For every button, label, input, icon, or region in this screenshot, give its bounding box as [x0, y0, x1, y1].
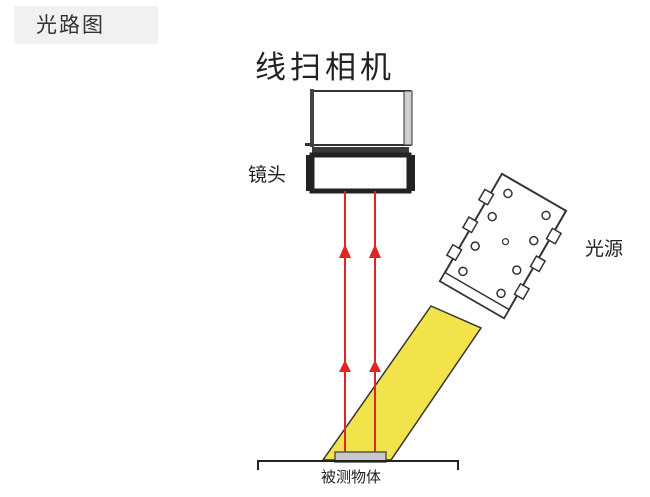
line-scan-camera [305, 89, 413, 155]
base-stage [257, 460, 459, 470]
lens-label: 镜头 [248, 164, 287, 186]
light-source-label: 光源 [585, 238, 624, 260]
reflected-rays [339, 191, 381, 452]
light-beam [321, 305, 483, 461]
camera-title: 线扫相机 [255, 50, 395, 86]
light-source [438, 172, 568, 320]
camera-body [312, 90, 411, 146]
lens-housing [309, 152, 412, 194]
ray-arrow-left-lower [339, 360, 351, 372]
camera-body-edge-left [310, 89, 314, 147]
ray-arrow-right-upper [369, 244, 381, 258]
ray-arrow-right-lower [369, 360, 381, 372]
camera-mount [312, 147, 409, 155]
ray-arrow-left-upper [339, 244, 351, 258]
lens [306, 152, 415, 194]
object-label: 被测物体 [321, 468, 382, 486]
diagram-tab-label: 光路图 [14, 6, 158, 44]
